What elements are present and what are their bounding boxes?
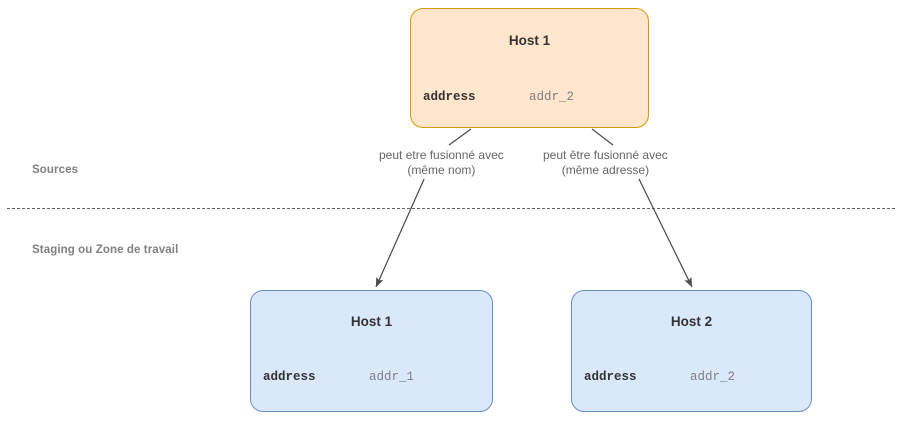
edge-label-left-line1: peut etre fusionné avec [379, 148, 504, 162]
entity-box-staging-host1[interactable]: Host 1 address addr_1 [250, 290, 493, 412]
entity-box-staging-host2[interactable]: Host 2 address addr_2 [571, 290, 812, 412]
attribute-value-address: addr_1 [369, 370, 415, 384]
entity-box-source-host1[interactable]: Host 1 address addr_2 [410, 8, 649, 128]
attribute-key-address: address [584, 370, 637, 384]
attribute-value-address: addr_2 [690, 370, 736, 384]
entity-title-staging-host1: Host 1 [350, 314, 393, 329]
attribute-key-address: address [263, 370, 316, 384]
zone-divider-dashed-line [7, 208, 895, 209]
entity-title-staging-host2: Host 2 [670, 314, 713, 329]
attribute-key-address: address [423, 90, 476, 104]
edge-label-merge-same-name: peut etre fusionné avec (même nom) [377, 147, 506, 179]
zone-label-staging: Staging ou Zone de travail [32, 244, 179, 256]
edge-label-right-line1: peut être fusionné avec [543, 148, 668, 162]
zone-label-sources: Sources [32, 164, 79, 176]
edge-label-merge-same-address: peut être fusionné avec (même adresse) [541, 147, 670, 179]
edge-label-right-line2: (même adresse) [561, 163, 650, 177]
attribute-value-address: addr_2 [529, 90, 575, 104]
edge-label-left-line2: (même nom) [407, 163, 476, 177]
entity-title-source-host1: Host 1 [508, 33, 551, 48]
